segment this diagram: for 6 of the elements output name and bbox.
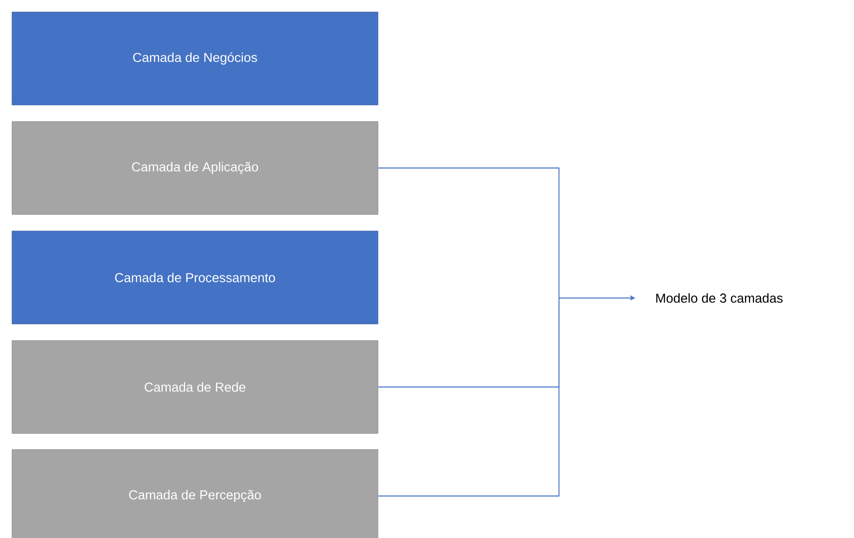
layer-box: Camada de Rede: [12, 340, 378, 434]
layer-box: Camada de Negócios: [12, 12, 378, 106]
layer-box: Camada de Percepção: [12, 449, 378, 538]
layer-box: Camada de Aplicação: [12, 121, 378, 215]
model-label: Modelo de 3 camadas: [656, 293, 783, 303]
layer-box: Camada de Processamento: [12, 230, 378, 324]
